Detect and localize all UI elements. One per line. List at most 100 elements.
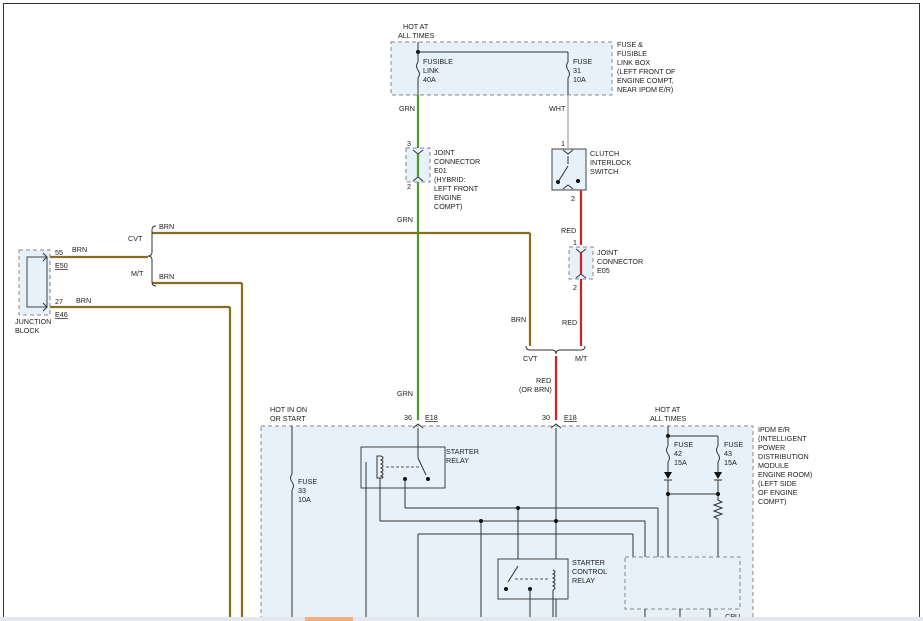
- fuse42-label-1: FUSE: [674, 440, 693, 449]
- conn-e18-1: E18: [425, 413, 438, 422]
- page-frame: [3, 3, 920, 621]
- fuse-box-label-1: FUSE &: [617, 40, 643, 49]
- ipdm-label-1: IPDM E/R: [758, 425, 790, 434]
- connector-arrow-icon: [412, 423, 424, 429]
- relay-terminal: [426, 477, 430, 481]
- connector-arrow-icon: [550, 423, 562, 429]
- conn-e50: E50: [55, 261, 68, 270]
- fuse31-label-1: FUSE: [573, 57, 592, 66]
- fuse31-label-3: 10A: [573, 75, 586, 84]
- fusible-link-label-2: LINK: [423, 66, 439, 75]
- pin-27: 27: [55, 297, 63, 306]
- ipdm-label-4: DISTRIBUTION: [758, 452, 809, 461]
- fuse-box-label-2: FUSIBLE: [617, 49, 647, 58]
- e01-label-7: COMPT): [434, 202, 462, 211]
- junction-dot: [666, 492, 670, 496]
- control-coil-icon: [551, 569, 556, 591]
- fuse33-label-1: FUSE: [298, 477, 317, 486]
- fuse31-label-2: 31: [573, 66, 581, 75]
- clutch-interlock-switch: [551, 148, 587, 191]
- e05-label-2: CONNECTOR: [597, 257, 643, 266]
- brn-label-4: BRN: [72, 245, 87, 254]
- mt-label: M/T: [575, 354, 588, 363]
- junction-dot: [479, 519, 483, 523]
- clutch-label-1: CLUTCH: [590, 149, 619, 158]
- fuse42-icon: [666, 445, 670, 463]
- grn-label-3: GRN: [397, 389, 413, 398]
- fuse33-label-3: 10A: [298, 495, 311, 504]
- connector-arrow-icon: [562, 184, 574, 190]
- red-or-brn-2: (OR BRN): [519, 385, 552, 394]
- conn-e46: E46: [55, 310, 68, 319]
- brn-label-2: BRN: [511, 315, 526, 324]
- clutch-pin-top: 1: [561, 139, 565, 148]
- starter-relay-label-2: RELAY: [446, 456, 469, 465]
- e05-label-3: E05: [597, 266, 610, 275]
- ipdm-label-3: POWER: [758, 443, 785, 452]
- control-contact-icon: [507, 565, 519, 583]
- relay-coil-bracket: [376, 455, 381, 479]
- scroll-thumb[interactable]: [305, 617, 353, 621]
- pin-30: 30: [542, 413, 550, 422]
- diode-icon: [714, 472, 722, 479]
- clutch-label-2: INTERLOCK: [590, 158, 631, 167]
- scroll-strip[interactable]: [0, 617, 923, 621]
- e01-pin-top: 3: [407, 139, 411, 148]
- fuse33-icon: [290, 473, 294, 491]
- connector-arrow-icon: [42, 252, 48, 262]
- e01-label-2: CONNECTOR: [434, 157, 480, 166]
- connector-arrow-icon: [562, 149, 574, 155]
- junction-label-2: BLOCK: [15, 326, 40, 335]
- fuse43-icon: [716, 445, 720, 463]
- cvt-mt-bracket: [525, 345, 586, 355]
- starter-control-label-1: STARTER: [572, 558, 605, 567]
- ipdm-label-9: COMPT): [758, 497, 786, 506]
- junction-dot: [716, 492, 720, 496]
- starter-control-label-3: RELAY: [572, 576, 595, 585]
- resistor-icon: [712, 499, 724, 520]
- brn-label-5: BRN: [76, 296, 91, 305]
- ipdm-label-8: OF ENGINE: [758, 488, 798, 497]
- grn-label-1: GRN: [399, 104, 415, 113]
- switch-terminal: [576, 179, 580, 183]
- relay-terminal: [504, 587, 508, 591]
- junction-dot: [554, 519, 558, 523]
- red-or-brn-1: RED: [536, 376, 551, 385]
- e01-label-5: LEFT FRONT: [434, 184, 479, 193]
- junction-block-inner: [26, 256, 48, 308]
- pin-55: 55: [55, 248, 63, 257]
- junction-label-1: JUNCTION: [15, 317, 51, 326]
- all-times-label: ALL TIMES: [398, 31, 435, 40]
- fusible-link-label-3: 40A: [423, 75, 436, 84]
- e01-label-1: JOINT: [434, 148, 455, 157]
- diode-icon: [664, 472, 672, 479]
- cpu-block: [624, 556, 741, 610]
- clutch-pin-bot: 2: [571, 194, 575, 203]
- fuse-box-label-5: ENGINE COMPT,: [617, 76, 674, 85]
- brn-label-3: BRN: [159, 272, 174, 281]
- fuse33-label-2: 33: [298, 486, 306, 495]
- clutch-label-3: SWITCH: [590, 167, 618, 176]
- relay-coil-icon: [379, 455, 384, 479]
- ipdm-label-7: (LEFT SIDE: [758, 479, 797, 488]
- ipdm-hot-at-label: HOT AT: [655, 405, 681, 414]
- fusible-link-label-1: FUSIBLE: [423, 57, 453, 66]
- red-label-1: RED: [561, 226, 576, 235]
- switch-terminal: [556, 180, 560, 184]
- fuse42-label-2: 42: [674, 449, 682, 458]
- ipdm-label-5: MODULE: [758, 461, 789, 470]
- fuse43-label-1: FUSE: [724, 440, 743, 449]
- hot-in-on-label: HOT IN ON: [270, 405, 307, 414]
- ipdm-all-times-label: ALL TIMES: [650, 414, 687, 423]
- e01-pin-bot: 2: [407, 182, 411, 191]
- switch-contact-icon: [557, 165, 569, 183]
- e05-pin-bot: 2: [573, 283, 577, 292]
- red-label-2: RED: [562, 318, 577, 327]
- fuse-box: [390, 41, 613, 96]
- fuse43-label-3: 15A: [724, 458, 737, 467]
- cpu-label: CPU: [725, 612, 740, 621]
- e01-label-4: (HYBRID:: [434, 175, 466, 184]
- pin-36: 36: [404, 413, 412, 422]
- e05-label-1: JOINT: [597, 248, 618, 257]
